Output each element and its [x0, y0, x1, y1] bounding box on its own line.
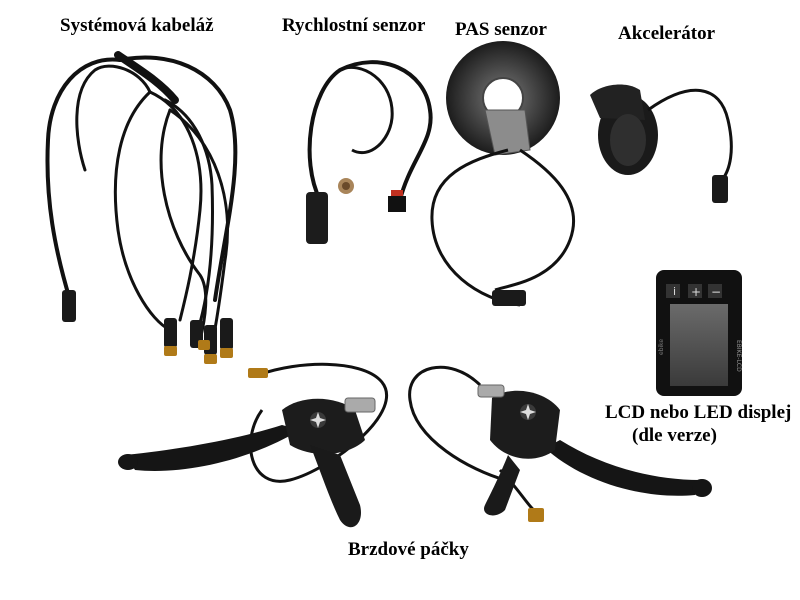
display-minus-button: − [711, 285, 721, 299]
display-side-text: EBIKE-LCD [735, 340, 742, 372]
harness-connectors [62, 290, 233, 364]
speed-sensor-label: Rychlostní senzor [282, 15, 426, 36]
throttle [590, 84, 733, 203]
display-brand-text: ebike [658, 339, 665, 355]
system-harness [45, 51, 238, 347]
display-label-line1: LCD nebo LED displej [605, 402, 792, 423]
display-mode-button: i [673, 285, 676, 298]
throttle-label: Akcelerátor [618, 23, 716, 44]
pas-sensor-label: PAS senzor [455, 19, 547, 40]
speed-sensor [306, 60, 433, 244]
display-label-line2: (dle verze) [632, 425, 717, 446]
lcd-display: i + − EBIKE-LCD ebike [656, 270, 742, 396]
left-brake-lever [118, 362, 389, 528]
right-brake-lever [408, 365, 712, 522]
harness-label: Systémová kabeláž [60, 15, 214, 36]
pas-sensor [430, 41, 576, 307]
display-plus-button: + [691, 285, 701, 299]
brake-levers-label: Brzdové páčky [348, 539, 469, 560]
